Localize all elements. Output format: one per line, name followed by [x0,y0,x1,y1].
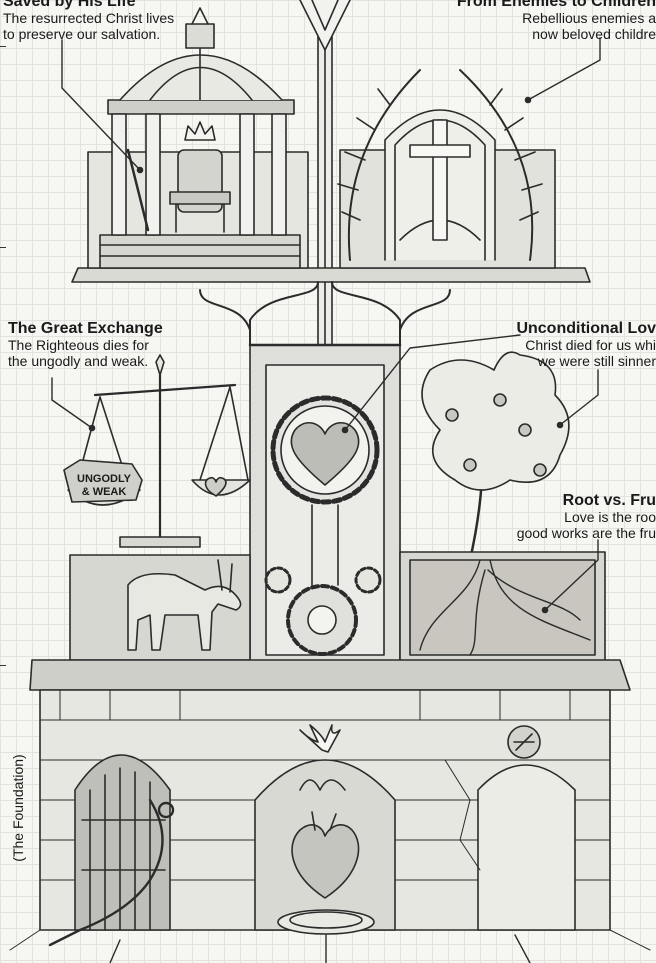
balance-scale-icon [67,354,251,548]
label-desc-2: the ungodly and weak. [8,352,149,369]
label-saved-by-his-life: Saved by His Life The resurrected Christ… [3,0,174,42]
cross-icon [409,119,471,241]
label-desc-1: Christ died for us whi [525,336,656,353]
label-desc-1: Love is the roo [564,508,656,525]
label-title: Unconditional Lov [516,320,656,337]
right-arch [444,759,576,931]
label-desc-2: to preserve our salvation. [3,25,161,42]
chain-icon [48,798,175,947]
scepter [126,148,150,232]
label-unconditional-love: Unconditional Lov Christ died for us whi… [516,320,656,369]
label-title: From Enemies to Children [456,0,656,10]
label-root-vs-fruit: Root vs. Fru Love is the roo good works … [517,492,656,541]
prison-bars-icon [74,754,171,931]
heart-gear-icon [270,395,380,505]
ungodly-weak-stone [63,459,143,503]
anatomical-heart-icon [291,811,360,899]
lower-gears [264,566,382,656]
central-spire-icon [299,0,351,346]
label-desc-2: we were still sinner [537,352,656,369]
basin-icon [277,909,375,935]
edge-tick [0,46,6,47]
dome-temple-icon [99,7,301,269]
scale-tag-line1: UNGODLY [77,473,132,485]
label-title: The Great Exchange [8,320,163,337]
label-desc-1: The resurrected Christ lives [3,9,175,26]
edge-tick [0,665,6,666]
donkey-icon [127,559,242,651]
fruit-tree-icon [421,351,570,562]
label-title: Saved by His Life [3,0,136,10]
dove-icon [299,724,341,753]
label-desc-1: The Righteous dies for [8,336,149,353]
label-desc-1: Rebellious enemies a [522,9,656,26]
vertical-foundation-label: (The Foundation) [10,754,26,862]
seal-icon [507,725,541,759]
scale-tag-line2: & WEAK [82,486,127,498]
pipes [199,281,451,346]
label-title: Root vs. Fru [562,492,656,509]
crown-icon [184,121,216,141]
edge-tick [0,247,6,248]
label-great-exchange: The Great Exchange The Righteous dies fo… [8,320,163,369]
label-enemies-to-children: From Enemies to Children Rebellious enem… [457,0,656,42]
leader-lines [51,37,601,963]
label-desc-2: good works are the fru [516,524,656,541]
label-desc-2: now beloved childre [532,25,656,42]
throne-icon [169,149,231,233]
